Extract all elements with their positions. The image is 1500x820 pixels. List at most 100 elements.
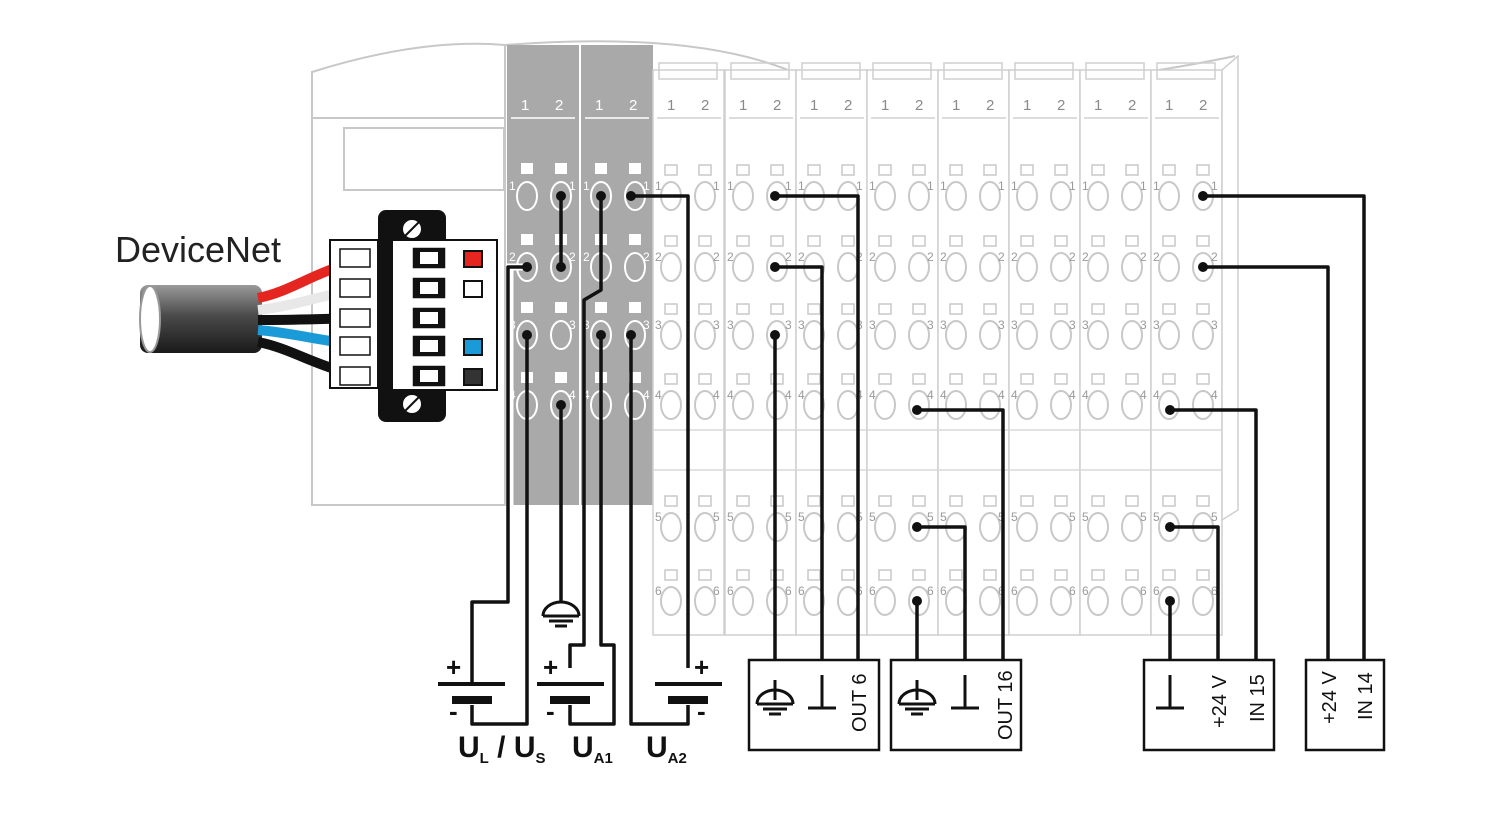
earth-icon <box>755 680 795 716</box>
pin-label: 1 <box>595 97 603 114</box>
row-number: 4 <box>1082 388 1089 402</box>
supply-contact <box>550 320 572 350</box>
pin-label: 2 <box>1199 97 1207 114</box>
row-number: 4 <box>1140 388 1147 402</box>
row-number: 3 <box>655 318 662 332</box>
plus-sign: + <box>694 652 709 682</box>
row-number: 4 <box>798 388 805 402</box>
pin-label: 1 <box>667 97 675 114</box>
terminal-contact <box>1158 252 1180 282</box>
io-module <box>795 69 868 636</box>
terminal-contact <box>1192 390 1214 420</box>
terminal-contact <box>1121 320 1143 350</box>
row-number: 1 <box>509 179 516 193</box>
terminal-contact <box>837 512 859 542</box>
terminal-contact <box>732 390 754 420</box>
pin-label: 1 <box>1094 97 1102 114</box>
row-number: 4 <box>998 388 1005 402</box>
row-number: 1 <box>643 179 650 193</box>
row-number: 4 <box>1153 388 1160 402</box>
terminal-contact <box>874 181 896 211</box>
row-number: 5 <box>1211 510 1218 524</box>
earth-icon <box>541 600 581 628</box>
earth-icon <box>897 680 937 716</box>
row-number: 5 <box>1153 510 1160 524</box>
row-number: 6 <box>940 584 947 598</box>
terminal-contact <box>694 252 716 282</box>
terminal-contact <box>732 252 754 282</box>
terminal-contact <box>803 390 825 420</box>
terminal-contact <box>1087 252 1109 282</box>
pin-label: 2 <box>555 97 563 114</box>
marker-red <box>463 250 483 268</box>
terminal-contact <box>1121 586 1143 616</box>
row-number: 4 <box>643 388 650 402</box>
terminal-contact <box>1050 181 1072 211</box>
terminal-contact <box>1016 512 1038 542</box>
plus-sign: + <box>543 652 558 682</box>
row-number: 5 <box>1011 510 1018 524</box>
terminal-contact <box>945 586 967 616</box>
terminal-contact <box>1016 390 1038 420</box>
row-number: 2 <box>1153 250 1160 264</box>
terminal-contact <box>837 390 859 420</box>
row-number: 2 <box>713 250 720 264</box>
row-number: 4 <box>1011 388 1018 402</box>
terminal-contact <box>766 586 788 616</box>
row-number: 1 <box>998 179 1005 193</box>
row-number: 1 <box>1211 179 1218 193</box>
row-number: 2 <box>727 250 734 264</box>
terminal-contact <box>979 181 1001 211</box>
terminal-contact <box>1192 586 1214 616</box>
row-number: 3 <box>798 318 805 332</box>
row-number: 1 <box>869 179 876 193</box>
row-number: 5 <box>655 510 662 524</box>
ground-icon <box>1156 675 1184 710</box>
terminal-contact <box>1121 390 1143 420</box>
row-number: 1 <box>1140 179 1147 193</box>
terminal-contact <box>660 390 682 420</box>
row-number: 3 <box>569 318 576 332</box>
supply-label-ul-us: UL / US <box>458 731 546 767</box>
terminal-contact <box>803 320 825 350</box>
row-number: 5 <box>1069 510 1076 524</box>
load-label-out16: OUT 16 <box>995 670 1017 740</box>
row-number: 6 <box>927 584 934 598</box>
row-number: 3 <box>1069 318 1076 332</box>
row-number: 5 <box>940 510 947 524</box>
row-number: 1 <box>927 179 934 193</box>
row-number: 1 <box>1153 179 1160 193</box>
load-box-out6: OUT 6 <box>747 658 881 752</box>
row-number: 6 <box>1069 584 1076 598</box>
pin-label: 1 <box>881 97 889 114</box>
terminal-contact <box>1087 586 1109 616</box>
row-number: 2 <box>509 250 516 264</box>
terminal-contact <box>803 586 825 616</box>
terminal-contact <box>1050 586 1072 616</box>
terminal-contact <box>1192 320 1214 350</box>
row-number: 1 <box>798 179 805 193</box>
terminal-contact <box>908 181 930 211</box>
terminal-contact <box>874 512 896 542</box>
io-module <box>866 69 939 636</box>
io-module <box>1008 69 1081 636</box>
io-module <box>1079 69 1152 636</box>
row-number: 5 <box>869 510 876 524</box>
terminal-contact <box>979 252 1001 282</box>
row-number: 5 <box>713 510 720 524</box>
battery-ua1: + - <box>537 652 604 726</box>
terminal-contact <box>837 320 859 350</box>
row-number: 1 <box>583 179 590 193</box>
supply-label-ua2: UA2 <box>646 731 687 767</box>
terminal-contact <box>1050 512 1072 542</box>
row-number: 4 <box>655 388 662 402</box>
row-number: 6 <box>1153 584 1160 598</box>
row-number: 3 <box>927 318 934 332</box>
row-number: 6 <box>1011 584 1018 598</box>
row-number: 3 <box>1140 318 1147 332</box>
terminal-contact <box>660 252 682 282</box>
row-number: 2 <box>798 250 805 264</box>
terminal-contact <box>1158 320 1180 350</box>
